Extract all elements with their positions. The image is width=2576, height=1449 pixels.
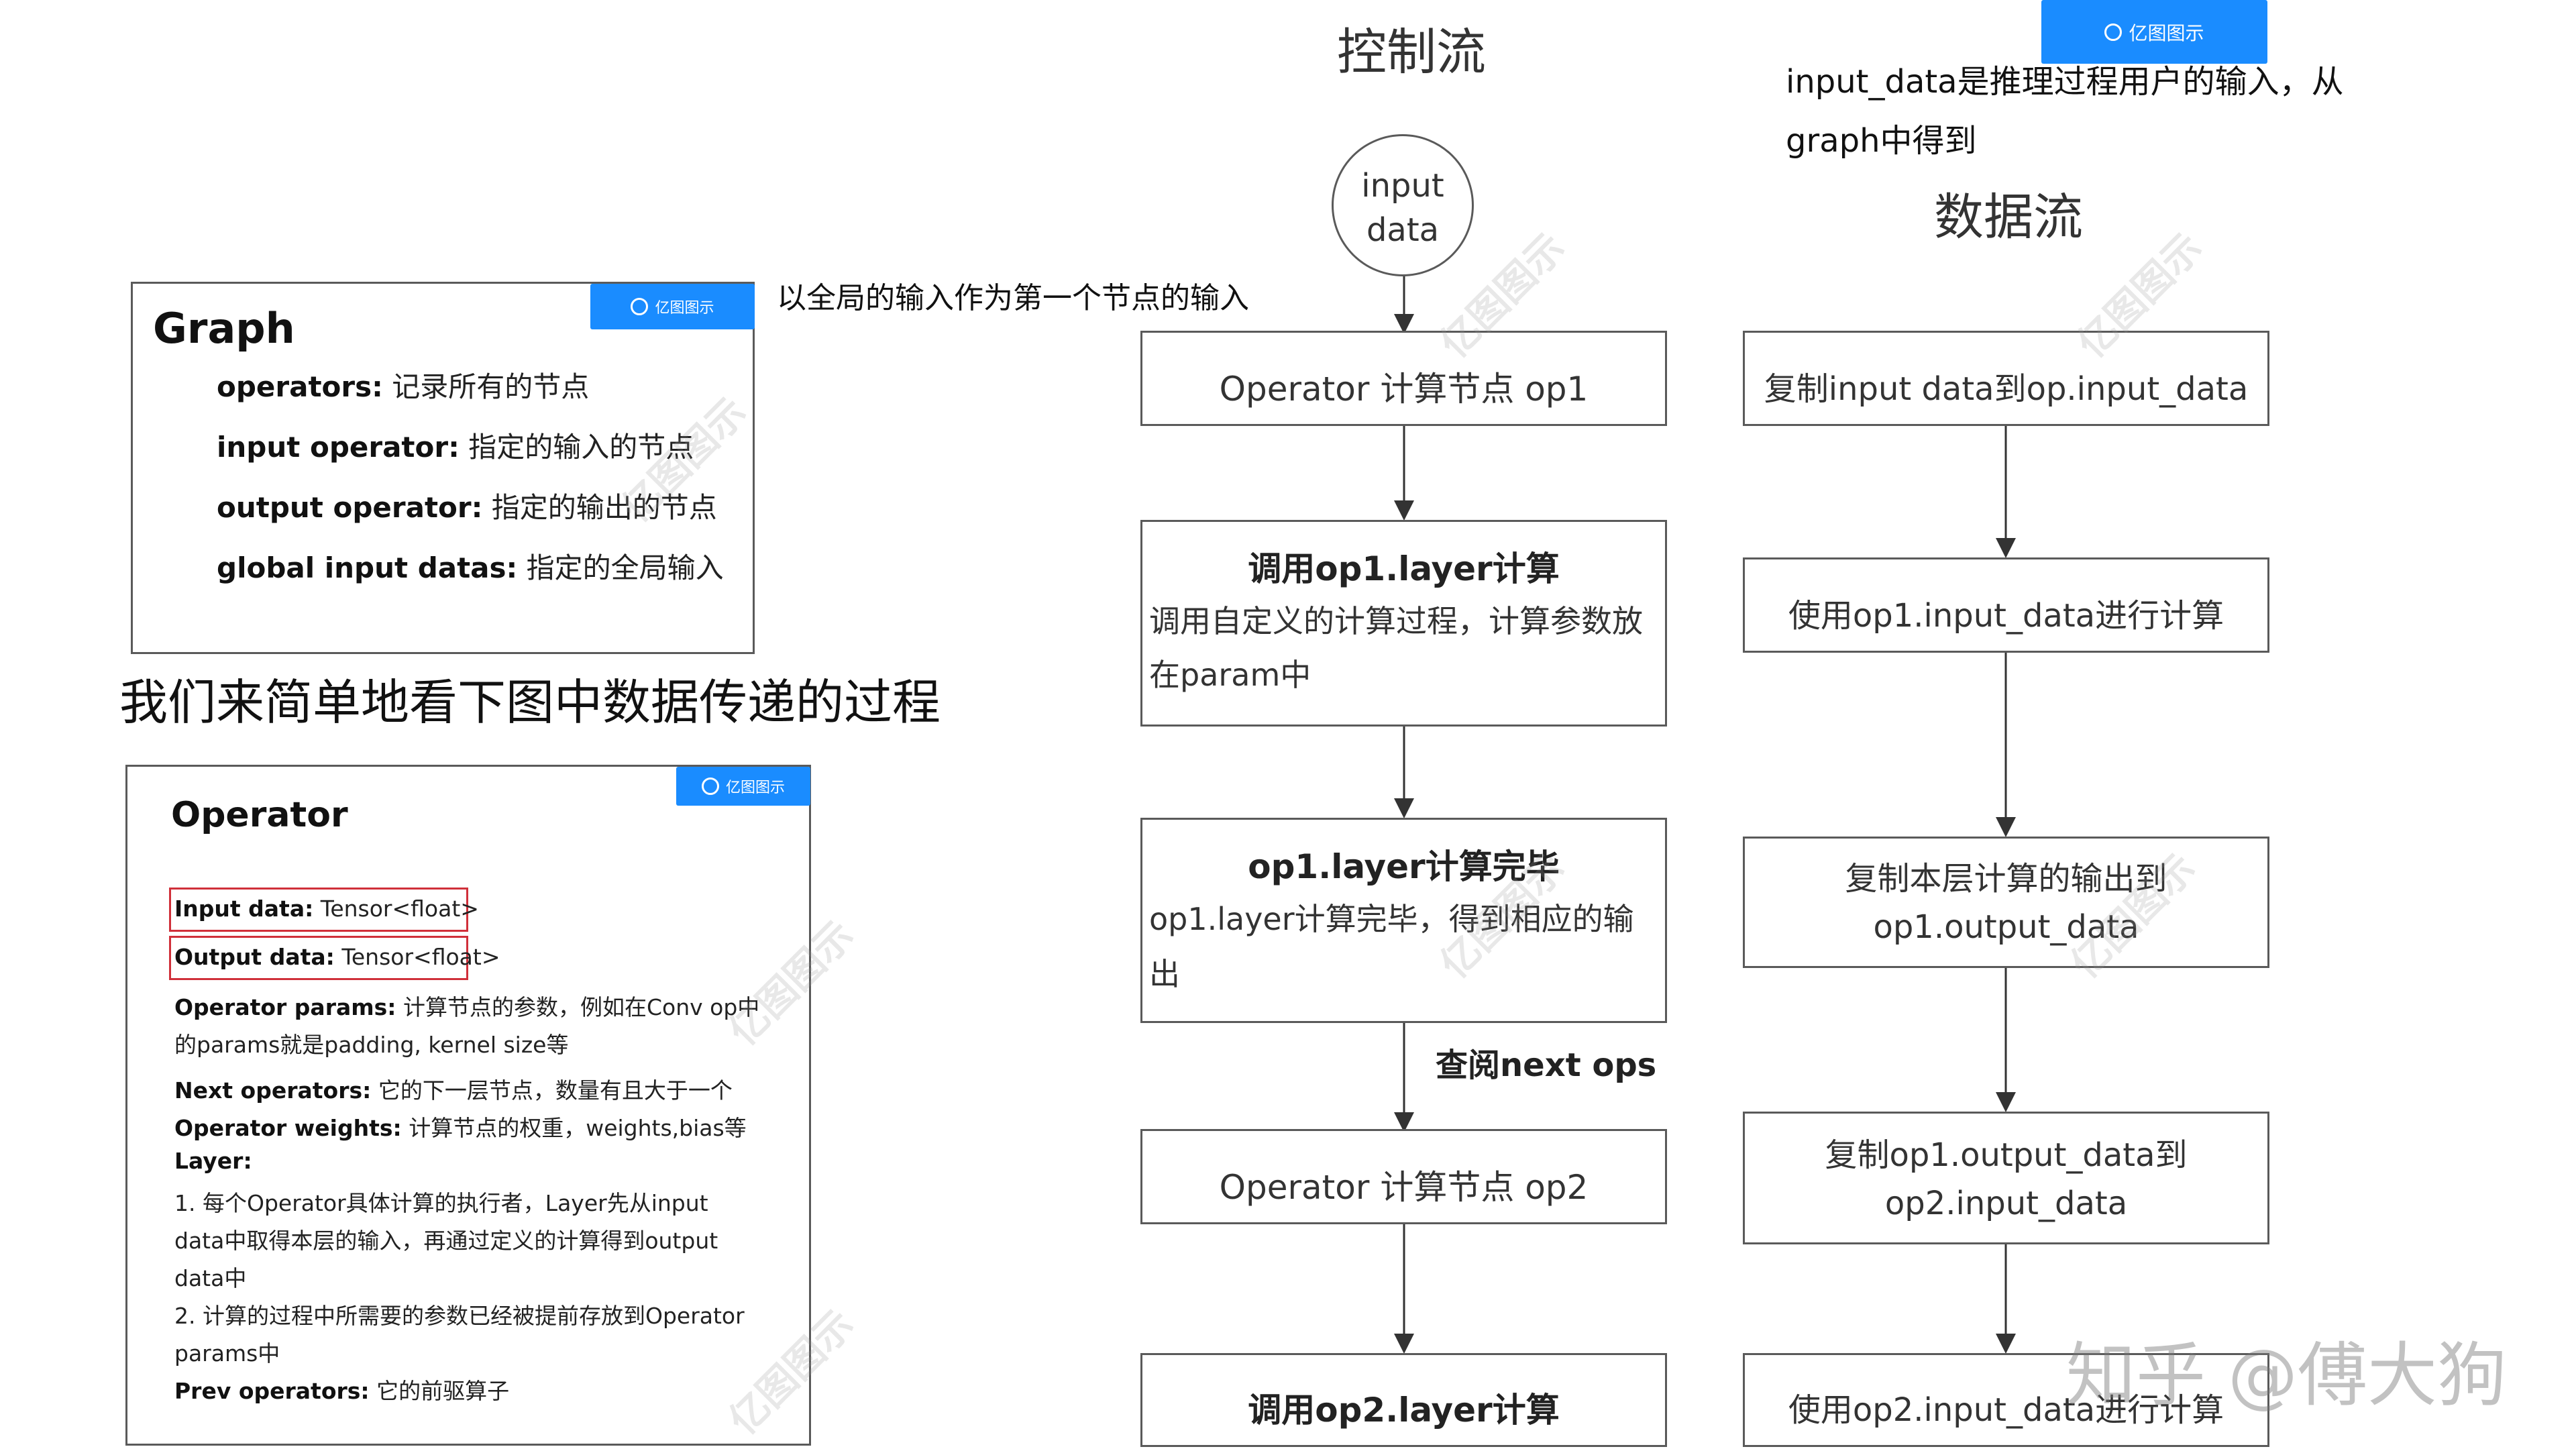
copy-op2-line-1: 复制op1.output_data到 bbox=[1825, 1136, 2188, 1174]
layer-call-line-2: 在param中 bbox=[1149, 657, 1311, 693]
op2-node: Operator 计算节点 op2 bbox=[1140, 1129, 1667, 1224]
layer-done-line-1: op1.layer计算完毕，得到相应的输 bbox=[1149, 901, 1634, 937]
graph-line-global-input: global input datas: 指定的全局输入 bbox=[217, 545, 724, 586]
layer-call-title: 调用op1.layer计算 bbox=[1248, 549, 1560, 588]
data-flow-note-line-1: input_data是推理过程用户的输入，从 bbox=[1786, 63, 2344, 101]
section-heading: 我们来简单地看下图中数据传递的过程 bbox=[119, 674, 941, 731]
zhihu-watermark: 知乎 @傅大狗 bbox=[2066, 1334, 2508, 1416]
use-op2-label: 使用op2.input_data进行计算 bbox=[1788, 1391, 2224, 1429]
data-flow-note-line-2: graph中得到 bbox=[1786, 122, 1977, 160]
op-line-text: 它的下一层节点，数量有且大于一个 bbox=[371, 1077, 733, 1104]
edraw-logo-icon bbox=[701, 777, 719, 795]
op-line-key: Prev operators: bbox=[174, 1378, 370, 1404]
use-op2-node: 使用op2.input_data进行计算 bbox=[1743, 1353, 2269, 1447]
graph-line-text: 指定的全局输入 bbox=[517, 551, 724, 584]
operator-layer-line-1: 1. 每个Operator具体计算的执行者，Layer先从input bbox=[174, 1190, 708, 1216]
graph-line-key: output operator: bbox=[217, 491, 483, 524]
layer-done-title: op1.layer计算完毕 bbox=[1248, 847, 1560, 886]
operator-layer-line-5: params中 bbox=[174, 1340, 280, 1366]
input-data-circle: input data bbox=[1332, 134, 1474, 276]
next-ops-label: 查阅next ops bbox=[1436, 1046, 1657, 1084]
use-op1-node: 使用op1.input_data进行计算 bbox=[1743, 557, 2269, 653]
op-line-key: Operator params: bbox=[174, 994, 396, 1020]
edraw-logo-icon bbox=[2104, 23, 2123, 41]
operator-layer-line-2: data中取得本层的输入，再通过定义的计算得到output bbox=[174, 1228, 718, 1254]
op-line-key: Next operators: bbox=[174, 1077, 372, 1104]
output-data-highlight bbox=[169, 936, 468, 980]
graph-line-text: 指定的输入的节点 bbox=[459, 431, 694, 464]
op-line-text: 计算节点的权重，weights,bias等 bbox=[401, 1115, 747, 1141]
use-op1-label: 使用op1.input_data进行计算 bbox=[1788, 597, 2224, 635]
operator-panel-title: Operator bbox=[171, 795, 348, 835]
copy-output-line-2: op1.output_data bbox=[1873, 908, 2139, 946]
op-line-key: Operator weights: bbox=[174, 1115, 402, 1141]
op-line-text: Tensor<float> bbox=[313, 896, 479, 922]
operator-params-line-2: 的params就是padding, kernel size等 bbox=[174, 1032, 569, 1058]
graph-line-text: 记录所有的节点 bbox=[382, 370, 590, 403]
layer-done-line-2: 出 bbox=[1149, 956, 1180, 992]
edraw-badge-label: 亿图图示 bbox=[725, 780, 785, 796]
copy-input-node: 复制input data到op.input_data bbox=[1743, 331, 2269, 426]
operator-params-line-1: Operator params: 计算节点的参数，例如在Conv op中 bbox=[174, 989, 759, 1022]
operator-input-data: Input data: Tensor<float> bbox=[174, 896, 479, 922]
op2-call-label: 调用op2.layer计算 bbox=[1248, 1391, 1560, 1430]
operator-next: Next operators: 它的下一层节点，数量有且大于一个 bbox=[174, 1073, 733, 1105]
op1-node-label: Operator 计算节点 op1 bbox=[1219, 370, 1589, 409]
graph-line-key: input operator: bbox=[217, 431, 460, 464]
layer-done-node: op1.layer计算完毕 op1.layer计算完毕，得到相应的输 出 bbox=[1140, 818, 1667, 1023]
op-line-text: 它的前驱算子 bbox=[369, 1378, 510, 1404]
operator-output-data: Output data: Tensor<float> bbox=[174, 944, 500, 970]
graph-panel-title: Graph bbox=[153, 304, 295, 353]
op-line-text: Tensor<float> bbox=[334, 944, 500, 970]
copy-input-label: 复制input data到op.input_data bbox=[1764, 370, 2249, 408]
layer-call-line-1: 调用自定义的计算过程，计算参数放 bbox=[1149, 603, 1643, 639]
graph-line-operators: operators: 记录所有的节点 bbox=[217, 364, 589, 405]
copy-op2-input-node: 复制op1.output_data到 op2.input_data bbox=[1743, 1112, 2269, 1244]
layer-call-node: 调用op1.layer计算 调用自定义的计算过程，计算参数放 在param中 bbox=[1140, 520, 1667, 727]
control-flow-title: 控制流 bbox=[1337, 23, 1486, 81]
op1-node: Operator 计算节点 op1 bbox=[1140, 331, 1667, 426]
op-line-key: Layer: bbox=[174, 1148, 252, 1174]
copy-op2-line-2: op2.input_data bbox=[1884, 1185, 2128, 1222]
edraw-badge: 亿图图示 bbox=[590, 284, 755, 329]
op2-call-node: 调用op2.layer计算 bbox=[1140, 1353, 1667, 1447]
edraw-badge-label: 亿图图示 bbox=[2129, 21, 2204, 44]
graph-line-input-operator: input operator: 指定的输入的节点 bbox=[217, 425, 694, 466]
graph-panel: 亿图图示 Graph operators: 记录所有的节点 input oper… bbox=[131, 282, 755, 654]
op-line-key: Output data: bbox=[174, 944, 335, 970]
input-circle-line-2: data bbox=[1366, 211, 1440, 249]
copy-output-line-1: 复制本层计算的输出到 bbox=[1845, 860, 2167, 898]
graph-line-key: operators: bbox=[217, 370, 383, 403]
data-flow-title: 数据流 bbox=[1934, 189, 2083, 246]
operator-prev: Prev operators: 它的前驱算子 bbox=[174, 1373, 509, 1405]
operator-layer-line-4: 2. 计算的过程中所需要的参数已经被提前存放到Operator bbox=[174, 1303, 745, 1329]
op2-node-label: Operator 计算节点 op2 bbox=[1219, 1168, 1589, 1207]
graph-line-output-operator: output operator: 指定的输出的节点 bbox=[217, 485, 717, 526]
input-data-highlight bbox=[169, 888, 468, 932]
graph-line-text: 指定的输出的节点 bbox=[482, 491, 717, 524]
edraw-logo-icon bbox=[631, 298, 649, 315]
input-circle-line-1: input bbox=[1361, 167, 1444, 205]
operator-layer-label: Layer: bbox=[174, 1148, 252, 1174]
operator-panel: 亿图图示 Operator Input data: Tensor<float> … bbox=[125, 765, 811, 1446]
operator-layer-line-3: data中 bbox=[174, 1265, 247, 1291]
operator-weights: Operator weights: 计算节点的权重，weights,bias等 bbox=[174, 1110, 747, 1142]
edraw-badge-label: 亿图图示 bbox=[655, 300, 714, 317]
graph-line-key: global input datas: bbox=[217, 551, 518, 584]
op-line-text: 计算节点的参数，例如在Conv op中 bbox=[396, 994, 760, 1020]
copy-output-node: 复制本层计算的输出到 op1.output_data bbox=[1743, 837, 2269, 968]
op-line-key: Input data: bbox=[174, 896, 314, 922]
edraw-badge: 亿图图示 bbox=[676, 767, 810, 806]
control-side-note: 以全局的输入作为第一个节点的输入 bbox=[777, 281, 1249, 315]
edraw-badge-top: 亿图图示 bbox=[2041, 0, 2267, 64]
